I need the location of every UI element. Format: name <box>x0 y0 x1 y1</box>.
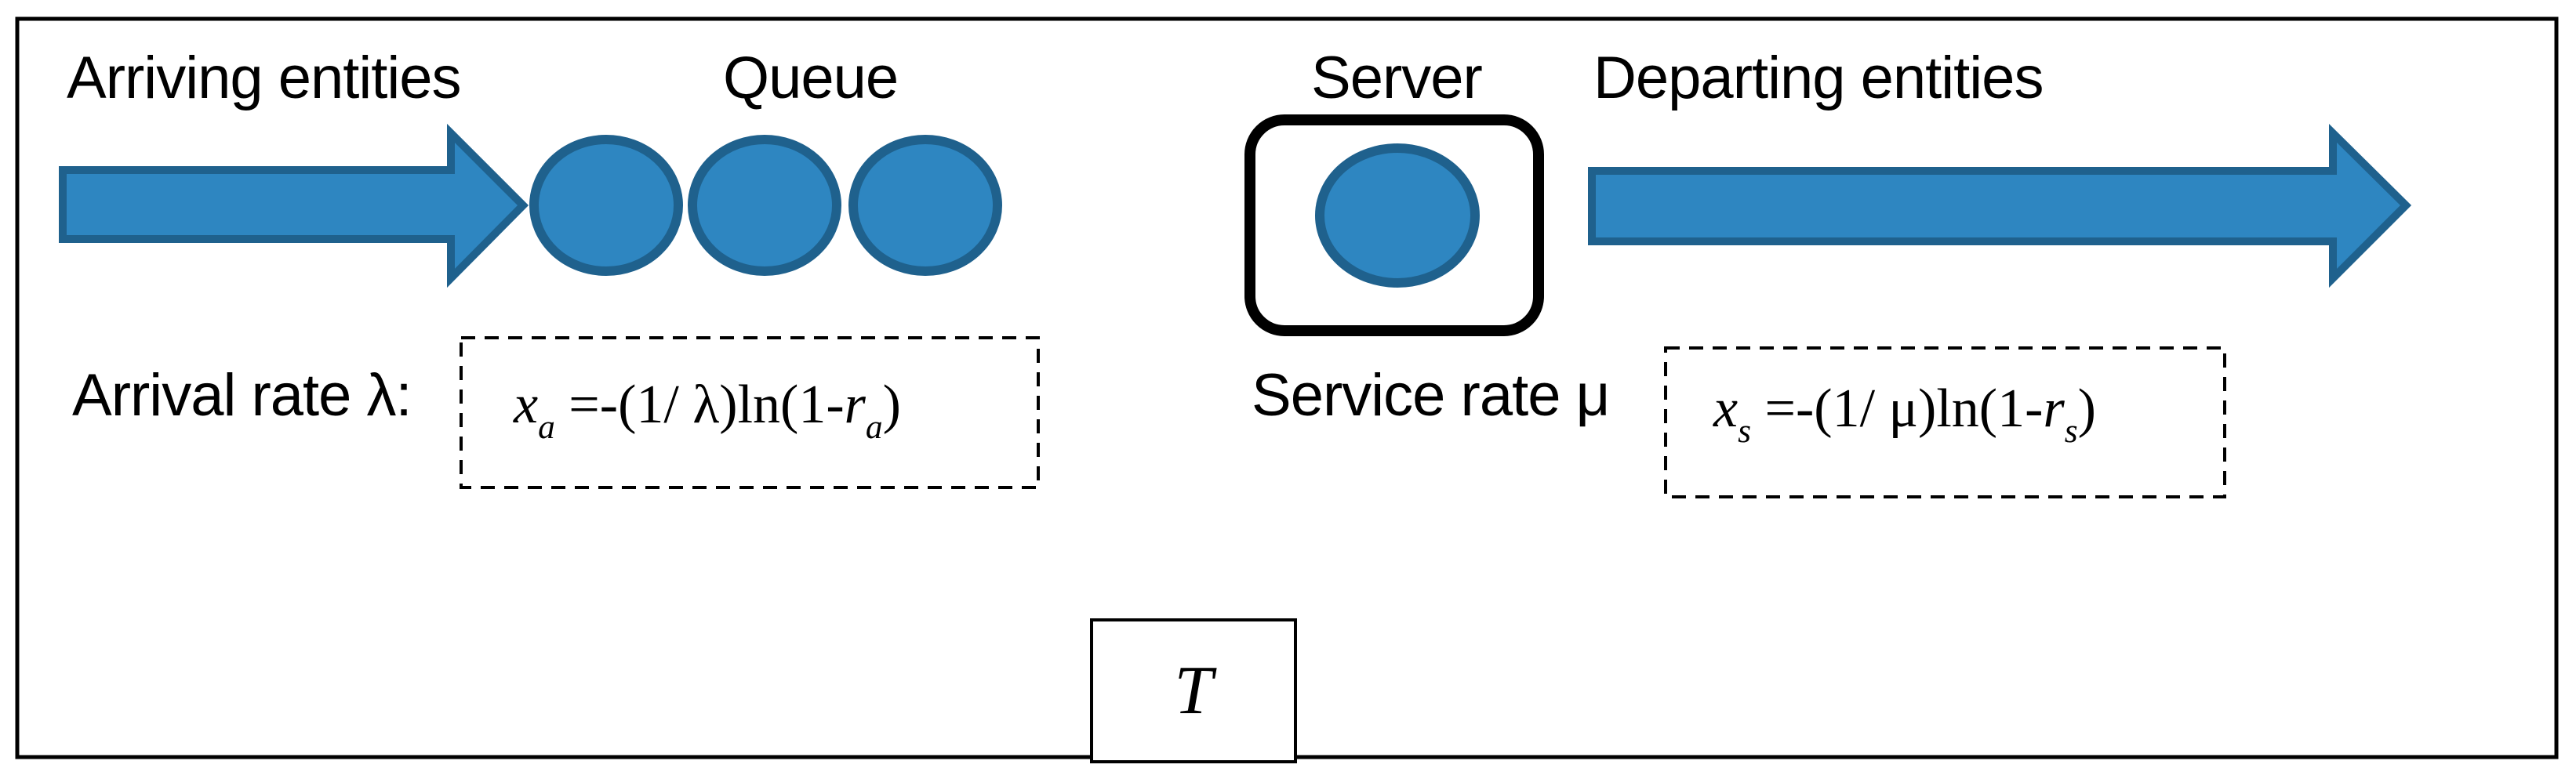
departing-arrow <box>1588 124 2412 288</box>
queue-circle <box>688 135 841 276</box>
arrival-formula-box <box>460 336 1040 489</box>
formula-subscript: s <box>2064 412 2078 451</box>
formula-variable: r <box>2043 379 2065 439</box>
service-time-formula: xs =-(1/ μ)ln(1-rs) <box>1713 379 2096 448</box>
queue-label: Queue <box>723 45 899 111</box>
server-label: Server <box>1311 45 1483 111</box>
service-formula-box <box>1664 346 2226 498</box>
formula-variable: r <box>844 375 866 435</box>
formula-variable: x <box>514 375 539 435</box>
formula-variable: x <box>1713 379 1739 439</box>
time-symbol: T <box>1174 653 1213 729</box>
queue-circle <box>848 135 1002 276</box>
formula-subscript: a <box>865 408 883 447</box>
formula-subscript: s <box>1738 412 1751 451</box>
service-rate-label: Service rate μ <box>1252 362 1610 429</box>
queue-circle <box>529 135 683 276</box>
formula-body: =-(1/ μ)ln(1- <box>1750 379 2044 439</box>
departing-entities-label: Departing entities <box>1593 45 2044 111</box>
clock-time-box: T <box>1090 618 1297 763</box>
formula-subscript: a <box>538 408 555 447</box>
arriving-arrow <box>59 123 529 288</box>
arriving-entities-label: Arriving entities <box>67 45 462 111</box>
formula-close-paren: ) <box>882 375 901 435</box>
arrival-rate-label: Arrival rate λ: <box>72 362 412 429</box>
server-circle <box>1315 143 1480 288</box>
arrival-time-formula: xa =-(1/ λ)ln(1-ra) <box>514 375 901 444</box>
formula-close-paren: ) <box>2077 379 2096 439</box>
formula-body: =-(1/ λ)ln(1- <box>554 375 845 435</box>
